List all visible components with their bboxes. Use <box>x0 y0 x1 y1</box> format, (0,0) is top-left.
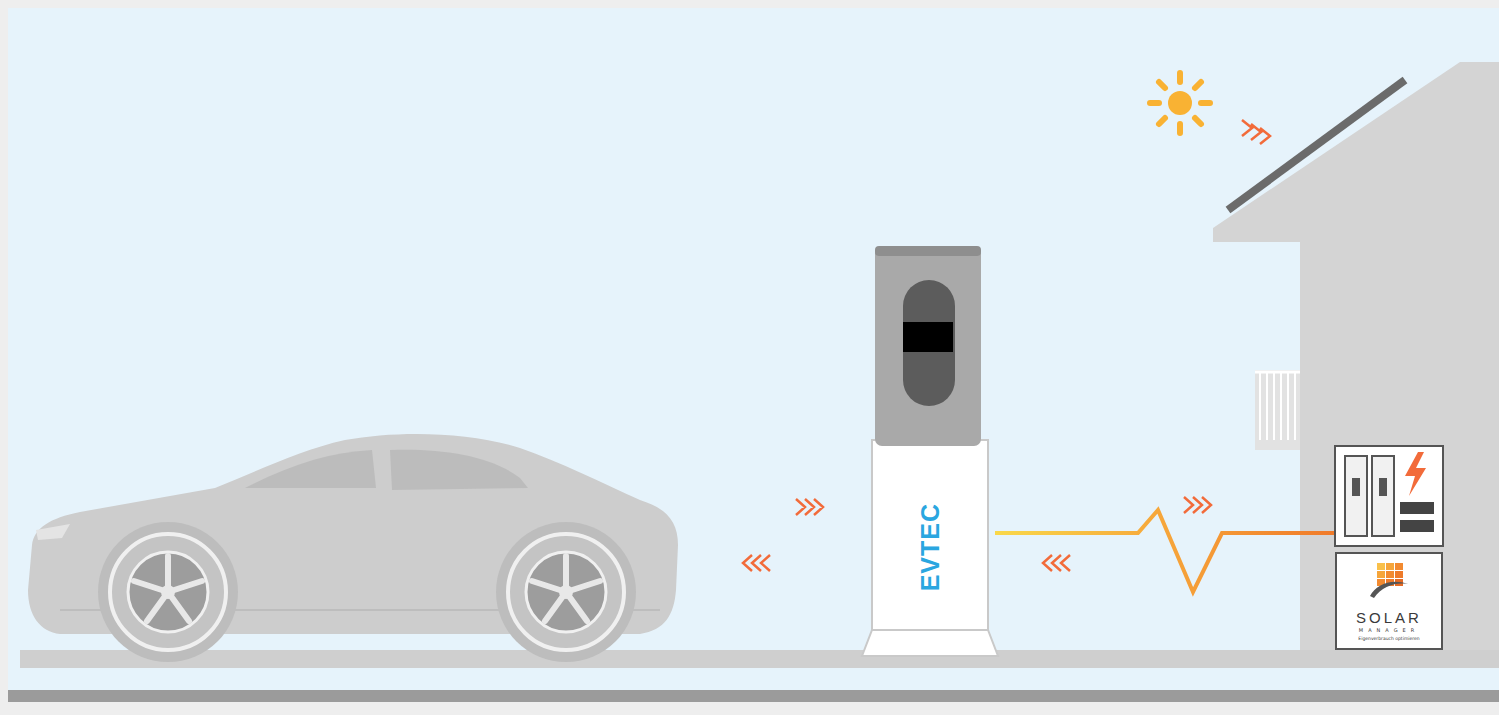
car <box>28 434 678 662</box>
solar-manager-logo <box>1370 563 1408 598</box>
solar-manager-fill <box>1335 552 1443 650</box>
solar-panel <box>1228 80 1405 210</box>
chevrons <box>743 120 1270 571</box>
brand-label: MANAGER <box>1337 627 1441 633</box>
roof-wire <box>1355 118 1359 446</box>
grid-wire <box>995 510 1335 592</box>
ground <box>20 650 1499 668</box>
bottom-shadow <box>8 690 1499 702</box>
sun <box>1150 73 1210 133</box>
tagline: Eigenverbrauch optimieren <box>1337 636 1441 641</box>
brand-label: EVTEC <box>916 503 945 591</box>
house <box>1213 62 1499 660</box>
charging-cable <box>645 531 868 535</box>
sky <box>8 8 1499 690</box>
solar-manager-box: SOLARMANAGER Eigenverbrauch optimieren <box>1335 552 1443 650</box>
charger <box>862 246 998 656</box>
balcony <box>1255 370 1300 450</box>
charger-post: EVTEC <box>872 445 988 630</box>
brand-label: SOLAR <box>1337 609 1441 626</box>
distribution-panel <box>1335 446 1443 546</box>
